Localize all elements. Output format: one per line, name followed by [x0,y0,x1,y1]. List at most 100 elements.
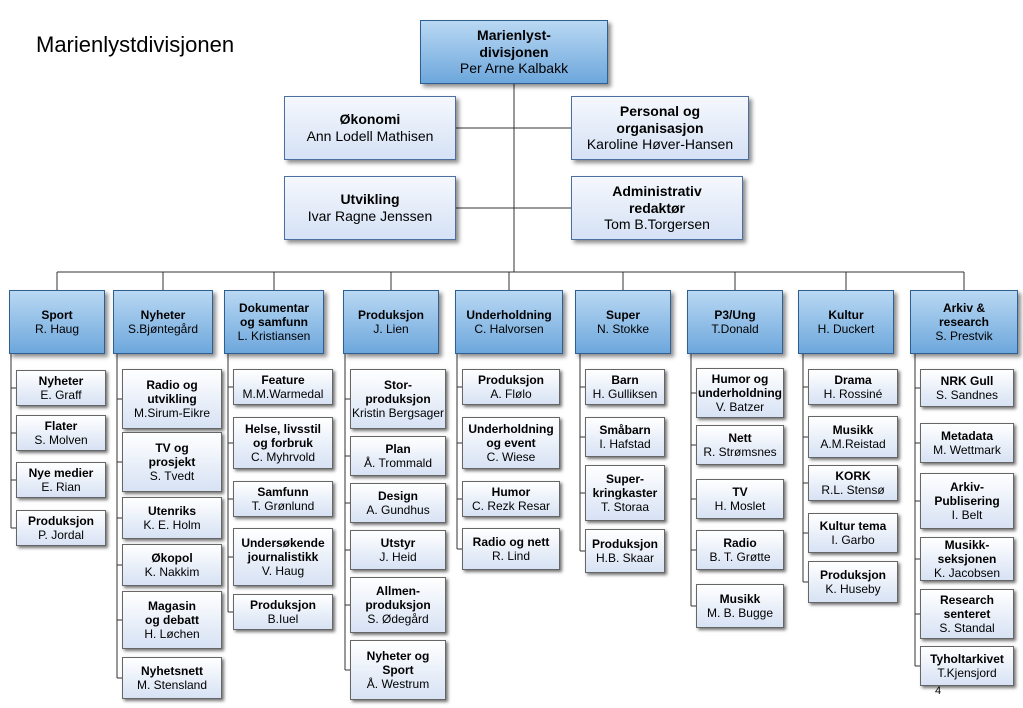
unit-name: Super [605,307,640,322]
unit-leader: J. Heid [379,550,417,564]
unit-leader: P. Jordal [38,528,84,542]
unit-leader: K. E. Holm [143,518,201,532]
unit-name: Flater [44,418,78,433]
unit-name: Produksjon [27,513,94,528]
unit-leader: H. Rossiné [823,387,883,401]
unit-name: Arkiv &research [938,300,990,329]
unit-leader: K. Jacobsen [933,566,1001,581]
unit-leader: S. Molven [34,433,88,447]
unit-name: Tyholtarkivet [930,651,1004,666]
unit-leader: R. Haug [34,322,80,336]
unit-name: Nett [728,430,752,445]
unit-leader: K. Nakkim [144,565,200,579]
unit-leader: Å. Westrum [366,677,430,692]
unit-name: Sport [41,307,73,322]
unit-leader: T. Storaa [600,500,650,515]
unit-leader: N. Stokke [596,322,650,336]
unit-name: Musikk [832,422,874,437]
unit-leader: S. Tvedt [149,469,195,484]
unit-name: Nyheter [38,373,84,388]
unit-name: Allmen-produksjon [365,583,431,612]
page-title: Marienlystdivisjonen [36,32,235,57]
page-number: 4 [935,685,942,697]
unit-name: Utstyr [380,535,416,550]
unit-name: Design [377,488,418,503]
unit-name: TV [732,484,748,499]
unit-leader: M. Stensland [136,678,208,692]
unit-leader: T.Kjensjord [937,666,997,680]
unit-leader: R. Lind [491,549,531,563]
unit-name: P3/Ung [714,307,756,322]
unit-name: Nyheter [140,307,186,322]
unit-leader: H. Gulliksen [592,387,658,401]
unit-leader: H. Duckert [817,322,875,336]
unit-leader: A.M.Reistad [820,437,886,451]
unit-name: Metadata [940,428,993,443]
unit-leader: I. Garbo [831,533,875,547]
unit-leader: S. Prestvik [935,329,993,344]
unit-name: Plan [385,441,411,456]
unit-name: Produksjon [591,536,658,551]
unit-leader: Tom B.Torgersen [604,216,710,233]
unit-leader: H. Løchen [144,627,200,642]
unit-leader: M.Sirum-Eikre [133,406,210,421]
unit-leader: Kristin Bergsager [351,406,445,421]
unit-name: Radio og nett [472,534,550,549]
unit-name: Produksjon [819,567,886,582]
unit-leader: Karoline Høver-Hansen [586,136,734,153]
unit-leader: Per Arne Kalbakk [459,60,569,77]
unit-leader: V. Batzer [715,400,765,415]
unit-leader: J. Lien [373,322,409,336]
unit-leader: H.B. Skaar [595,551,655,565]
unit-leader: A. Gundhus [366,503,430,517]
unit-leader: Å. Trommald [363,456,432,470]
unit-leader: E. Graff [40,388,82,402]
